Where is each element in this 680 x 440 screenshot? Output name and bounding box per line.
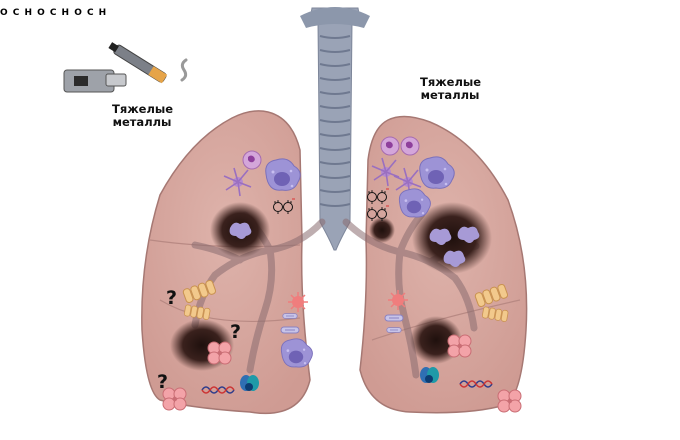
- bacterium-icon: [386, 327, 402, 333]
- left-lung: [141, 110, 326, 415]
- smoke-icon: [180, 58, 188, 82]
- virus-icon: [387, 289, 409, 311]
- neutrophil-icon: [400, 136, 420, 156]
- formaldehyde-icon: O C H: [37, 0, 74, 19]
- neutrophil-icon: [380, 136, 400, 156]
- fibroblast-icon: [240, 375, 259, 391]
- oxygen-label: O: [37, 8, 45, 18]
- alveoli-icon: [497, 389, 522, 413]
- alveoli-icon: [447, 334, 472, 358]
- question-mark: ?: [230, 321, 241, 343]
- carbon-label: C: [12, 8, 20, 18]
- vape-mod-icon: [63, 69, 127, 93]
- question-mark: ?: [157, 371, 168, 393]
- neutrophil-icon: [242, 150, 262, 170]
- hydrogen-label: H: [24, 8, 32, 18]
- tumor-left-upper: [210, 202, 270, 258]
- question-mark: ?: [166, 287, 177, 309]
- carbon-label: C: [86, 8, 94, 18]
- fibroblast-icon: [420, 367, 439, 383]
- oxygen-label: O: [74, 8, 82, 18]
- bacterium-icon: [280, 326, 300, 334]
- heavy-metals-label-right: Тяжелые металлы: [420, 75, 482, 102]
- macrophage-icon: [280, 338, 313, 368]
- trachea: [300, 7, 370, 251]
- oxygen-label: O: [0, 8, 8, 18]
- carbon-label: C: [49, 8, 57, 18]
- virus-icon: [287, 291, 309, 313]
- tumor-right-upper: [412, 202, 492, 274]
- alveoli-icon: [207, 341, 232, 365]
- hydrogen-label: H: [61, 8, 70, 18]
- formaldehyde-icon: O C H: [74, 0, 106, 19]
- bacterium-icon: [282, 313, 298, 319]
- heavy-metals-label-left: Тяжелые металлы: [112, 102, 174, 129]
- hydrogen-label: H: [98, 8, 107, 18]
- formaldehyde-icon: O C H: [0, 0, 37, 19]
- tumor-right-small: [369, 217, 395, 243]
- bacterium-icon: [384, 314, 404, 322]
- e-cigarette-icon: [108, 42, 168, 84]
